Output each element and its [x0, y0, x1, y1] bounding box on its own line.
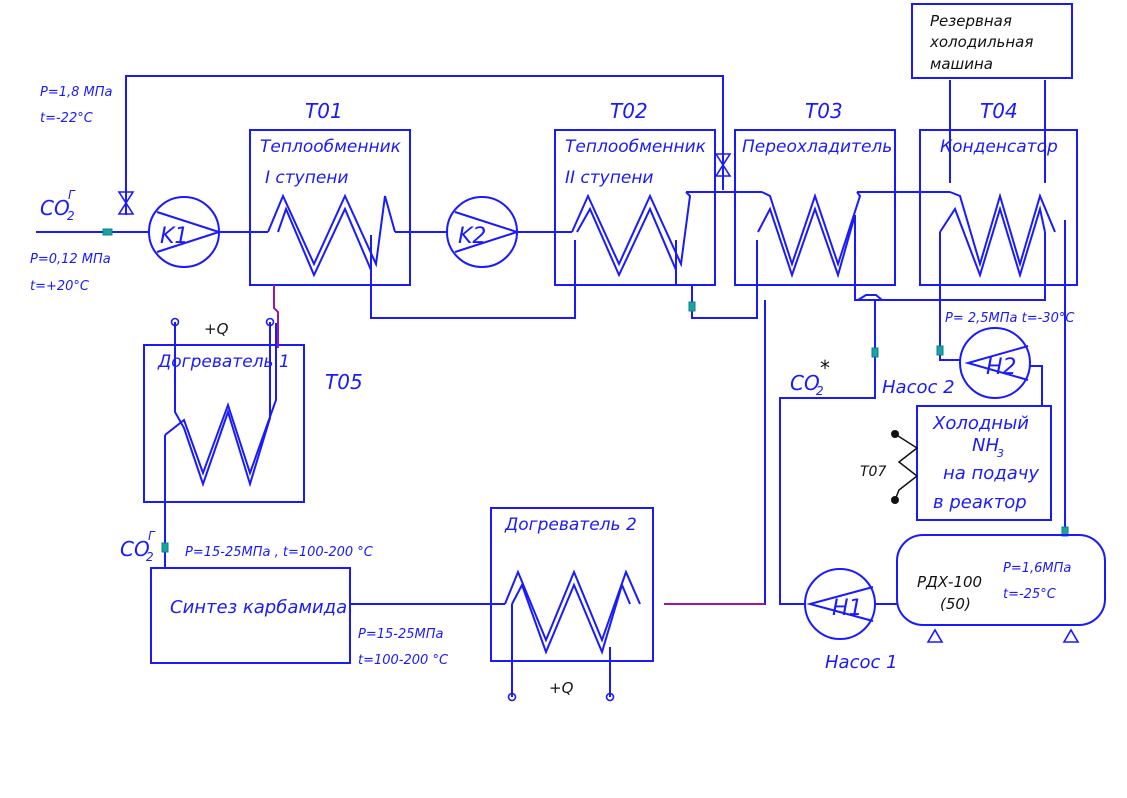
t03-tag: Т03 [805, 99, 843, 123]
t02-title-line2: II ступени [565, 168, 653, 188]
receiver-rdh100: РДХ-100 (50) P=1,6МПа t=-25°C [896, 534, 1106, 643]
synthesis-title: Синтез карбамида [170, 597, 347, 618]
pump1-label: Насос 1 [825, 652, 898, 673]
cold-ammonia-box: Холодный NH 3 на подачу в реактор [916, 405, 1052, 521]
t05-tag: Т05 [325, 370, 363, 394]
pump-h2-label: H2 [986, 355, 1017, 380]
svg-text:Г: Г [148, 529, 156, 543]
reserve-line3: машина [930, 55, 993, 73]
compressor-k2-label: K2 [458, 224, 486, 249]
synthesis-out-pressure: P=15-25МПа [358, 627, 443, 642]
subcooler-t03: Т03 Переохладитель [734, 99, 896, 286]
svg-text:CO: CO [790, 371, 820, 395]
cold-line2-sub: 3 [997, 447, 1004, 460]
compressor-k2[interactable]: K2 [446, 196, 521, 268]
inlet-temperature: t=-22°C [40, 111, 94, 126]
pump-h2[interactable]: H2 [959, 327, 1031, 399]
cold-line3: на подачу [943, 463, 1039, 484]
t01-title-line1: Теплообменник [260, 137, 402, 157]
heater1-title: Догреватель 1 [157, 352, 290, 372]
co2-liquid-label: CO 2 * [790, 356, 830, 398]
compressor-k1-label: K1 [160, 224, 188, 249]
cold-line2: NH [972, 435, 999, 456]
svg-text:CO: CO [40, 196, 70, 220]
feed-pressure: P=0,12 МПа [30, 252, 111, 267]
t07-coil: Т07 [860, 430, 919, 504]
heater-2: Догреватель 2 +Q [490, 507, 654, 702]
rdh-temperature: t=-25°C [1003, 587, 1057, 602]
svg-text:2: 2 [67, 209, 75, 223]
synthesis-out-temperature: t=100-200 °C [358, 653, 449, 668]
condenser-t04: Т04 Конденсатор [919, 80, 1078, 286]
rdh-pressure: P=1,6МПа [1003, 561, 1071, 576]
pump-h1[interactable]: H1 [804, 568, 876, 640]
heater2-heat: +Q [549, 679, 574, 697]
synthesis-inlet-conditions: P=15-25МПа , t=100-200 °C [185, 545, 374, 560]
co2-gas-label: CO 2 Г [40, 188, 76, 223]
feed-temperature: t=+20°C [30, 279, 90, 294]
rdh-line2: (50) [940, 595, 971, 613]
t04-title: Конденсатор [940, 137, 1058, 157]
inlet-pressure: P=1,8 МПа [40, 85, 113, 100]
reserve-line2: холодильная [929, 33, 1033, 51]
t03-title: Переохладитель [742, 137, 892, 157]
svg-text:2: 2 [816, 384, 824, 398]
pump-h1-label: H1 [832, 596, 863, 621]
cold-line4: в реактор [933, 492, 1027, 513]
t01-title-line2: I ступени [265, 168, 348, 188]
heater1-heat: +Q [204, 320, 229, 338]
svg-text:Г: Г [68, 188, 76, 202]
cold-line1: Холодный [932, 413, 1029, 434]
heat-exchanger-t01: Т01 Теплообменник I ступени [249, 99, 411, 286]
bypass-line [125, 75, 724, 215]
co2-synthesis-label: CO 2 Г [120, 529, 156, 564]
valve-inlet[interactable] [117, 191, 135, 215]
pump2-label: Насос 2 [882, 377, 955, 398]
heater-1-t05: Догреватель 1 Т05 +Q [143, 317, 363, 503]
feed-line [36, 191, 950, 236]
t04-tag: Т04 [980, 99, 1018, 123]
t01-to-heater1 [273, 285, 279, 348]
t02-tag: Т02 [610, 99, 648, 123]
reserve-refrigeration-machine: Резервная холодильная машина [911, 3, 1073, 79]
svg-text:2: 2 [146, 550, 154, 564]
t07-tag: Т07 [860, 464, 886, 480]
svg-text:*: * [820, 356, 830, 380]
rdh-line1: РДХ-100 [917, 573, 982, 591]
svg-text:CO: CO [120, 537, 150, 561]
reserve-line1: Резервная [930, 12, 1012, 30]
compressor-k1[interactable]: K1 [148, 196, 223, 268]
pump2-conditions: P= 2,5МПа t=-30°C [945, 311, 1075, 326]
urea-synthesis: Синтез карбамида P=15-25МПа t=100-200 °C [150, 567, 449, 668]
heater2-title: Догреватель 2 [504, 515, 637, 535]
t01-tag: Т01 [305, 99, 343, 123]
heat-exchanger-t02: Т02 Теплообменник II ступени [554, 99, 716, 286]
t02-title-line1: Теплообменник [565, 137, 707, 157]
